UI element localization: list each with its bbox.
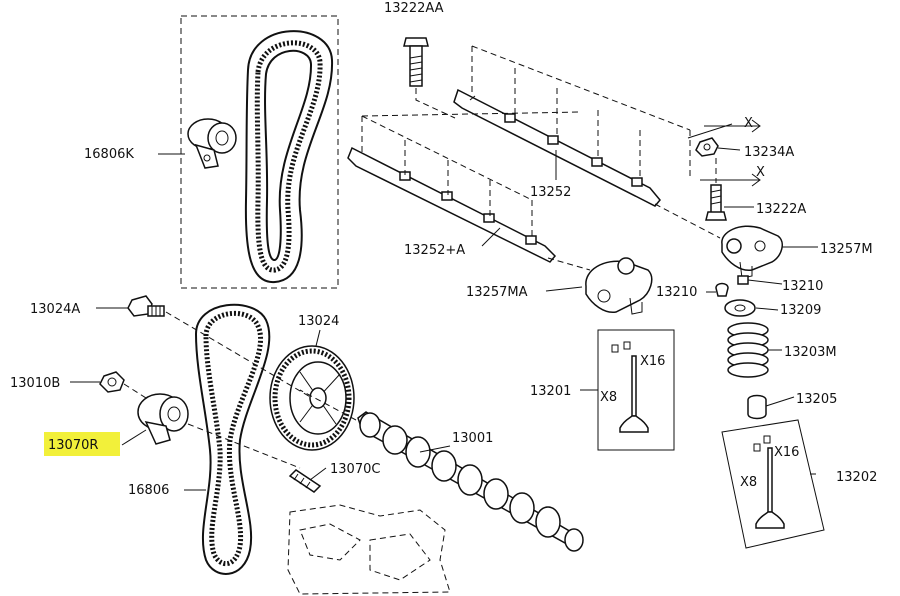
bolt-13222aa-shape [403, 37, 429, 87]
engine-block-outline [287, 504, 451, 595]
nut-13010b-shape [99, 371, 125, 393]
nut-13234a-shape [695, 137, 719, 157]
label-13202[interactable]: 13202 [836, 470, 877, 485]
label-13010b[interactable]: 13010B [10, 376, 60, 391]
highlight-13070r [44, 432, 120, 456]
intake-valve-13201-shape [619, 355, 649, 433]
label-x-upper: X [744, 116, 753, 131]
label-13205[interactable]: 13205 [796, 392, 837, 407]
valve-seal-13205-shape [747, 394, 767, 420]
label-13070r[interactable]: 13070R [48, 438, 98, 453]
cap-13210-right [737, 275, 749, 285]
timing-belt-upper [244, 30, 334, 284]
label-13210-left[interactable]: 13210 [656, 285, 697, 300]
bolt-13024a-shape [127, 295, 165, 317]
label-13234a[interactable]: 13234A [744, 145, 794, 160]
label-x8-right: X8 [740, 475, 757, 490]
cotter-left [611, 341, 631, 353]
tensioner-13070r-shape [137, 393, 189, 445]
label-16806[interactable]: 16806 [128, 483, 169, 498]
rocker-arm-13257m-shape [721, 225, 783, 279]
label-13252-a[interactable]: 13252+A [404, 243, 465, 258]
label-x8-left: X8 [600, 390, 617, 405]
label-13257ma[interactable]: 13257MA [466, 285, 528, 300]
label-13252[interactable]: 13252 [530, 185, 571, 200]
label-13209[interactable]: 13209 [780, 303, 821, 318]
label-13203m[interactable]: 13203M [784, 345, 837, 360]
label-13024a[interactable]: 13024A [30, 302, 80, 317]
rocker-arm-13257ma-shape [585, 257, 653, 315]
cam-pulley-13024-shape [269, 345, 355, 451]
label-13222a[interactable]: 13222A [756, 202, 806, 217]
timing-belt-lower [194, 303, 271, 575]
label-13070c[interactable]: 13070C [330, 462, 380, 477]
bolt-13222a-shape [705, 184, 727, 221]
tensioner-16806k-shape [187, 118, 237, 169]
exhaust-valve-13202-shape [755, 447, 785, 529]
belt-kit-box [180, 15, 339, 289]
label-x-lower: X [756, 165, 765, 180]
valve-spring-13203m-shape [727, 322, 769, 378]
label-13001[interactable]: 13001 [452, 431, 493, 446]
stud-13070c-shape [288, 469, 322, 493]
label-13210-right[interactable]: 13210 [782, 279, 823, 294]
cotter-right [753, 435, 771, 452]
label-x16-left: X16 [640, 354, 665, 369]
label-x16-right: X16 [774, 445, 799, 460]
spring-seat-13209-shape [724, 299, 756, 317]
label-13222aa[interactable]: 13222AA [384, 1, 444, 16]
label-13257m[interactable]: 13257M [820, 242, 873, 257]
label-13201[interactable]: 13201 [530, 384, 571, 399]
rocker-shaft-upper [453, 88, 661, 207]
cap-13210-left [715, 282, 729, 297]
camshaft-13001-shape [357, 411, 584, 552]
label-16806k[interactable]: 16806K [84, 147, 134, 162]
label-13024[interactable]: 13024 [298, 314, 339, 329]
